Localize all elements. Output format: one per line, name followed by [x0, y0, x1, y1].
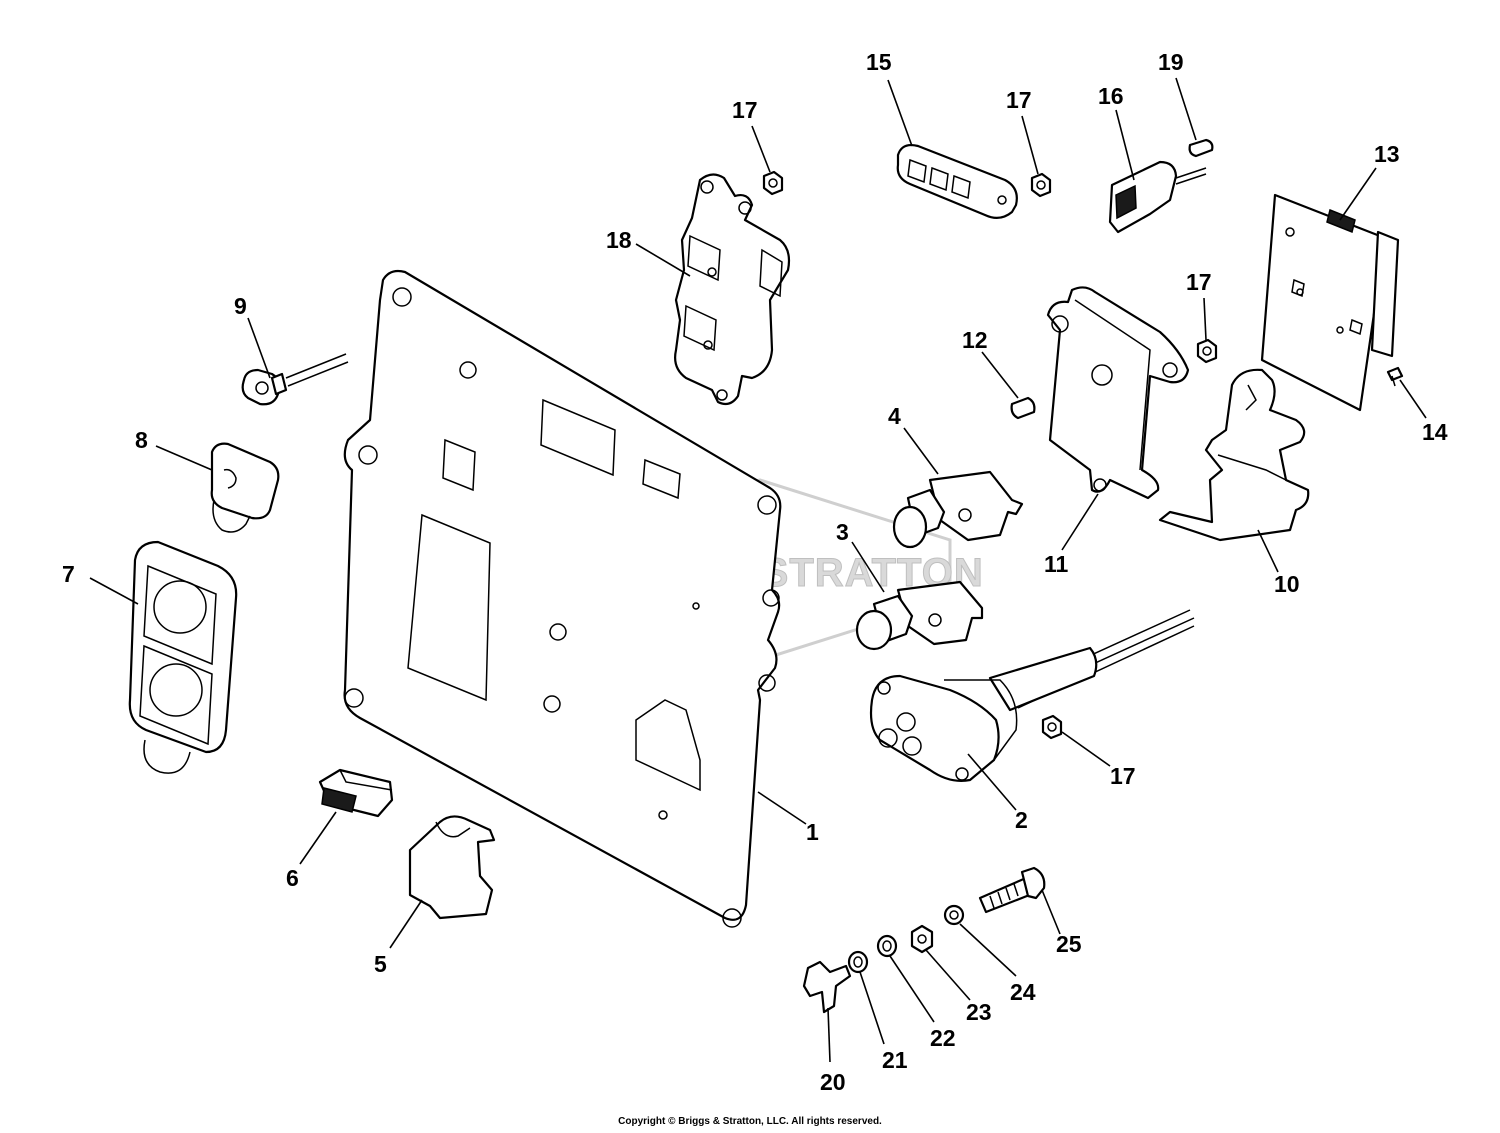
part-pin-12 [1010, 396, 1036, 420]
callout-15: 15 [866, 49, 892, 75]
part-usb-module [1108, 160, 1207, 234]
callout-20: 20 [820, 1069, 846, 1095]
part-circuit-board [1260, 193, 1400, 412]
part-control-panel [343, 269, 782, 928]
leader-14 [1399, 379, 1427, 419]
part-receptacle-20a [128, 540, 238, 774]
leader-23 [925, 949, 971, 1001]
callout-16: 16 [1098, 83, 1124, 109]
part-star-washer-24 [943, 904, 965, 926]
callout-8: 8 [135, 427, 148, 453]
callout-11: 11 [1044, 551, 1069, 577]
callout-3: 3 [836, 519, 849, 545]
leader-19 [1175, 77, 1197, 141]
callout-6: 6 [286, 865, 299, 891]
copyright-notice: Copyright © Briggs & Stratton, LLC. All … [618, 1116, 882, 1127]
callout-5: 5 [374, 951, 387, 977]
callout-18: 18 [606, 227, 632, 253]
leader-1 [757, 791, 807, 825]
leader-24 [959, 923, 1017, 977]
leader-25 [1041, 889, 1061, 935]
callout-24: 24 [1010, 979, 1036, 1005]
leader-3 [851, 541, 885, 593]
leader-20 [827, 1007, 831, 1063]
leader-17c [1203, 297, 1207, 341]
callout-17b: 17 [1006, 87, 1032, 113]
callout-labels: 1 2 3 4 5 6 7 8 9 10 11 12 13 14 15 16 1… [62, 49, 1448, 1095]
leader-2 [967, 753, 1017, 811]
callout-22: 22 [930, 1025, 956, 1051]
part-circuit-breaker-lower [855, 580, 984, 651]
callout-17d: 17 [1110, 763, 1136, 789]
leader-15 [887, 79, 913, 147]
callout-25: 25 [1056, 931, 1082, 957]
part-indicator [241, 353, 349, 406]
leader-17b [1021, 115, 1039, 175]
leader-9 [247, 317, 271, 379]
part-circuit-breaker-upper [892, 470, 1024, 549]
leader-22 [889, 955, 935, 1023]
leader-5 [389, 899, 423, 949]
callout-21: 21 [882, 1047, 908, 1073]
leader-4 [903, 427, 939, 475]
part-usb-bezel [896, 143, 1018, 219]
part-latch [1158, 368, 1310, 542]
part-lock-washer-21 [847, 950, 869, 974]
leader-lines [89, 77, 1427, 1063]
leader-18 [635, 243, 691, 277]
part-bolt-25 [978, 866, 1046, 914]
part-bracket [1046, 286, 1190, 500]
leader-21 [859, 971, 885, 1045]
part-usb-cover [210, 442, 280, 533]
callout-4: 4 [888, 403, 901, 429]
part-wing-nut [802, 960, 852, 1014]
callout-19: 19 [1158, 49, 1184, 75]
leader-13 [1339, 167, 1377, 221]
part-twistlock-receptacle [869, 609, 1195, 782]
part-nut-17-b [1030, 172, 1052, 198]
leader-12 [981, 351, 1019, 399]
callout-12: 12 [962, 327, 988, 353]
part-hex-nut-23 [910, 924, 934, 954]
callout-17c: 17 [1186, 269, 1212, 295]
part-screw-14 [1386, 366, 1404, 387]
callout-17a: 17 [732, 97, 758, 123]
leader-10 [1257, 529, 1279, 573]
callout-23: 23 [966, 999, 992, 1025]
leader-16 [1115, 109, 1135, 181]
leader-6 [299, 811, 337, 865]
part-rocker-switch [318, 768, 394, 818]
callout-10: 10 [1274, 571, 1300, 597]
callout-1: 1 [806, 819, 819, 845]
callout-13: 13 [1374, 141, 1400, 167]
callout-7: 7 [62, 561, 75, 587]
callout-9: 9 [234, 293, 247, 319]
part-nut-17-a [762, 170, 784, 196]
leader-8 [155, 445, 213, 471]
leader-7 [89, 577, 139, 605]
part-boot-cover [408, 815, 496, 920]
leader-17a [751, 125, 771, 173]
part-nut-17-d [1041, 714, 1063, 740]
callout-2: 2 [1015, 807, 1028, 833]
leader-11 [1061, 493, 1099, 551]
part-duplex-receptacle [674, 173, 791, 406]
callout-14: 14 [1422, 419, 1448, 445]
part-flat-washer-22 [876, 934, 898, 958]
leader-17d [1061, 731, 1111, 767]
part-screw-19 [1188, 138, 1214, 158]
part-nut-17-c [1196, 338, 1218, 364]
